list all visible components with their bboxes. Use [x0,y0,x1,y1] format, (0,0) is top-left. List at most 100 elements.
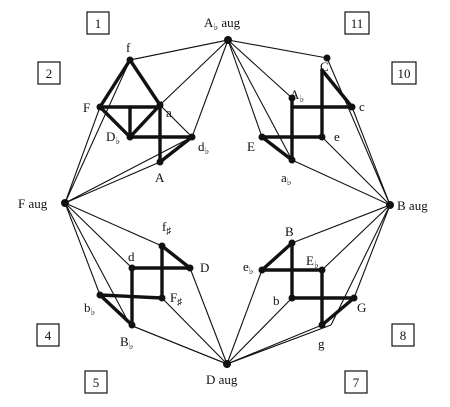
chord-label: F♯ [170,290,182,308]
node [126,56,134,64]
edge [159,39,229,106]
node [126,133,134,141]
cube-sw-labels: f♯ d D F♯ b♭ B♭ [84,219,209,352]
node [350,294,358,302]
edge [189,267,228,365]
thick-edge [260,135,294,162]
node [156,158,164,166]
edge [191,39,229,138]
chord-label: A [155,170,165,185]
thick-edge [158,135,194,164]
region-number: 5 [93,375,100,390]
cube-se-labels: B e♭ E♭ b G g [243,224,366,351]
node [288,94,296,102]
node [224,36,232,44]
region-number: 2 [46,66,53,81]
cube-sw [98,244,192,327]
node [288,294,296,302]
edge [64,202,131,326]
node [318,266,326,274]
region-box [344,11,370,35]
node [188,133,196,141]
chord-label: d♭ [198,139,210,157]
edge [226,324,332,365]
edge [64,106,101,204]
edge [159,104,193,138]
chord-label: g [318,336,325,351]
edge [321,204,391,271]
edge [351,106,391,206]
region-box [344,370,368,394]
cube-ne [260,68,354,162]
node [61,199,69,207]
chord-label: f [126,40,131,55]
chord-label: f♯ [162,219,171,237]
node [96,103,104,111]
region-box [84,370,108,394]
chord-label: b [273,293,280,308]
node [348,103,356,111]
region-box [36,323,60,347]
chord-label: e [334,129,340,144]
cube-nw-labels: f F a D♭ d♭ A [83,40,210,185]
thick-edge [98,293,134,327]
aug-label-top: A♭ aug [204,15,241,33]
chord-label: e♭ [243,259,254,277]
node [156,101,164,109]
node [158,294,166,302]
region-number: 4 [45,328,52,343]
region-number: 7 [353,375,360,390]
chord-label: E [247,139,255,154]
thick-edge [260,241,294,272]
aug-label-bottom: D aug [206,372,238,387]
region-number: 11 [351,16,364,31]
node [128,321,136,329]
aug-labels: A♭ aug F aug B aug D aug [18,15,428,387]
edge [64,136,193,204]
region-number: 1 [95,16,102,31]
cube-nw [97,58,194,164]
chord-label: d [128,249,135,264]
node [158,242,166,250]
chord-label: E♭ [306,253,319,271]
edge [129,324,228,365]
edge [64,202,101,296]
edge [321,136,391,206]
region-box [391,323,415,347]
edge [353,204,391,299]
chord-label: B [285,224,294,239]
connection-lines [64,39,391,365]
edge [129,39,229,61]
chord-label: F [83,100,90,115]
node [288,156,296,164]
node [323,54,331,62]
edge [64,59,131,204]
chord-label: A♭ [290,87,304,105]
node [128,264,136,272]
thick-edge [320,296,356,327]
edge [64,202,133,269]
edge [226,269,263,365]
chord-label: D♭ [106,129,120,147]
node [223,360,231,368]
chord-label: a♭ [281,170,292,188]
node [186,264,194,272]
edge [227,39,328,59]
chord-label: a [166,105,172,120]
cube-se [260,241,356,327]
edge [64,161,161,204]
node [386,201,394,209]
chord-label: c [359,99,365,114]
aug-label-right: B aug [397,198,428,213]
node [288,239,296,247]
edge [227,39,293,99]
region-box [37,61,61,85]
chord-label: C [320,59,329,74]
region-box [391,61,417,85]
edge [64,202,163,247]
chord-label: b♭ [84,300,96,318]
edge [227,39,263,138]
edge [330,204,391,326]
